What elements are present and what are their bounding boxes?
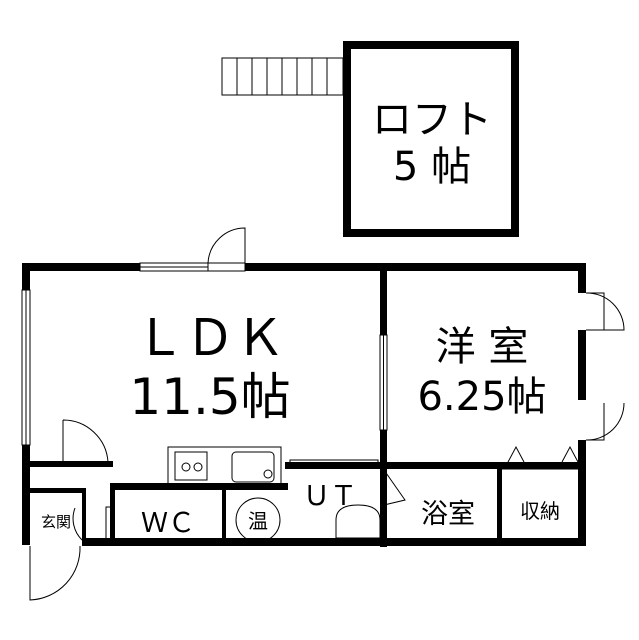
kitchen-counter	[167, 446, 282, 486]
western-room-label: 洋 室	[436, 324, 529, 370]
loft-room: ロフト 5 帖	[343, 41, 519, 237]
water-heater-icon	[235, 497, 281, 543]
loft-label: ロフト	[372, 97, 492, 143]
ldk-label: ＬＤＫ	[135, 309, 285, 367]
toilet-label: ＷＣ	[141, 508, 195, 539]
water-heater-label: 温	[248, 509, 268, 533]
ldk-size: 11.5帖	[129, 368, 290, 426]
loft-size: 5 帖	[393, 144, 471, 190]
closet-markers	[502, 445, 579, 470]
western-room-size: 6.25帖	[417, 374, 546, 420]
washbasin	[335, 504, 381, 539]
storage-label: 収納	[520, 499, 560, 523]
stairs	[221, 57, 344, 96]
windows	[21, 262, 388, 467]
bath-label: 浴室	[421, 499, 475, 530]
entrance-label: 玄関	[41, 513, 71, 531]
doors	[29, 227, 625, 601]
utility-label: ＵＴ	[303, 481, 357, 512]
